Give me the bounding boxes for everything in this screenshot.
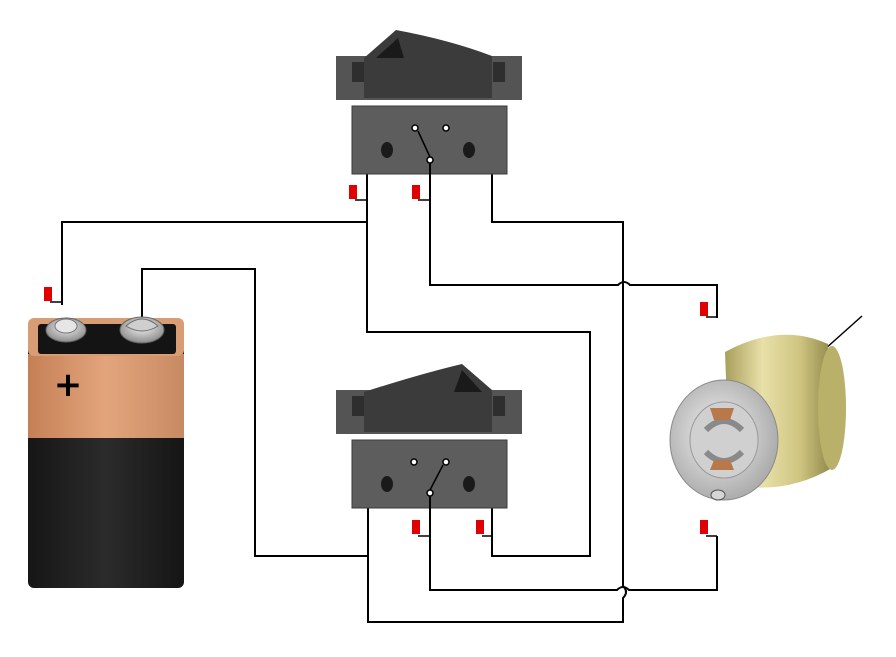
wire-top-switch-to-motor [429, 200, 718, 318]
rocker-switch-top[interactable] [336, 30, 522, 200]
wire-top-switch-right [367, 200, 627, 623]
marker-motor-bottom [700, 520, 717, 537]
wire-battery-positive [61, 200, 368, 305]
marker-battery-positive [44, 287, 62, 303]
wires [61, 127, 718, 623]
motor-brush-bottom [710, 460, 734, 470]
battery-polarity-label: + [54, 365, 83, 405]
motor-end-cap [669, 379, 779, 501]
connection-markers [44, 185, 717, 537]
rocker-bottom[interactable] [364, 364, 492, 432]
motor-terminal-tab [710, 489, 726, 501]
rocker-top[interactable] [364, 30, 492, 98]
motor-brush-top [710, 408, 734, 420]
marker-motor-top [700, 302, 717, 318]
dc-motor [669, 315, 863, 501]
battery-9v: + [28, 316, 184, 588]
wire-cross-link [366, 222, 591, 557]
rocker-switch-bottom[interactable] [336, 364, 522, 536]
battery-terminal-positive [45, 317, 87, 343]
wire-battery-negative [141, 268, 368, 557]
marker-bottom-switch-middle [412, 520, 430, 537]
marker-bottom-switch-right [476, 520, 492, 537]
wire-bottom-switch-to-motor [429, 536, 718, 591]
battery-terminal-negative [119, 316, 165, 344]
marker-top-switch-left [349, 185, 367, 201]
marker-top-switch-middle [412, 185, 430, 201]
